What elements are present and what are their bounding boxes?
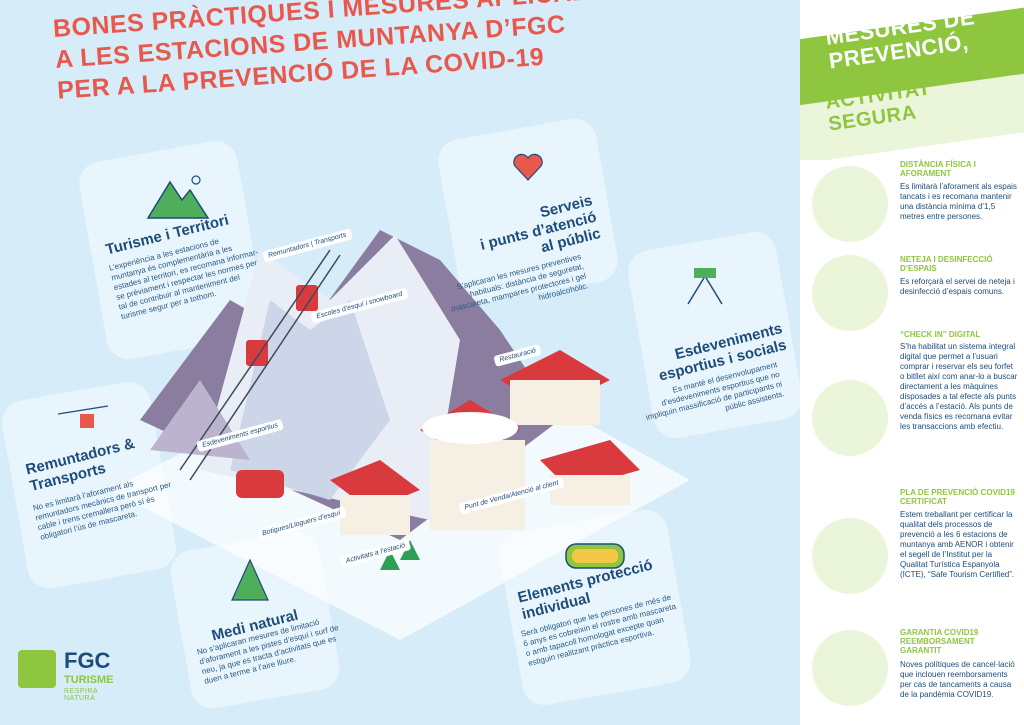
infographic-main: Remuntadors | Transports Escoles d’esquí… bbox=[0, 0, 800, 712]
euro-refund-icon bbox=[812, 630, 888, 706]
gondola-cabin bbox=[296, 285, 318, 311]
ski-goggles-icon bbox=[565, 543, 625, 569]
tree-icon bbox=[380, 550, 400, 570]
shop-building bbox=[330, 460, 420, 535]
mountain-location-icon bbox=[146, 175, 210, 219]
certificate-icon bbox=[812, 518, 888, 594]
pine-trees-icon bbox=[231, 558, 269, 601]
restaurant-building bbox=[500, 350, 610, 425]
cleaning-hand-icon bbox=[812, 255, 888, 331]
fgc-logo-mark bbox=[18, 650, 56, 688]
ski-lift-icon bbox=[57, 405, 109, 428]
cafe-building bbox=[540, 440, 640, 505]
ski-resort-illustration bbox=[110, 230, 690, 640]
gondola-cabin bbox=[246, 340, 268, 366]
tree-icon bbox=[400, 540, 420, 560]
people-distance-icon bbox=[812, 166, 888, 242]
flags-icon bbox=[687, 267, 723, 305]
card-checkin-icon bbox=[812, 380, 888, 456]
heart-hands-icon bbox=[513, 153, 543, 181]
ticket-office-building bbox=[420, 400, 525, 530]
gondola-cabin bbox=[236, 470, 284, 498]
